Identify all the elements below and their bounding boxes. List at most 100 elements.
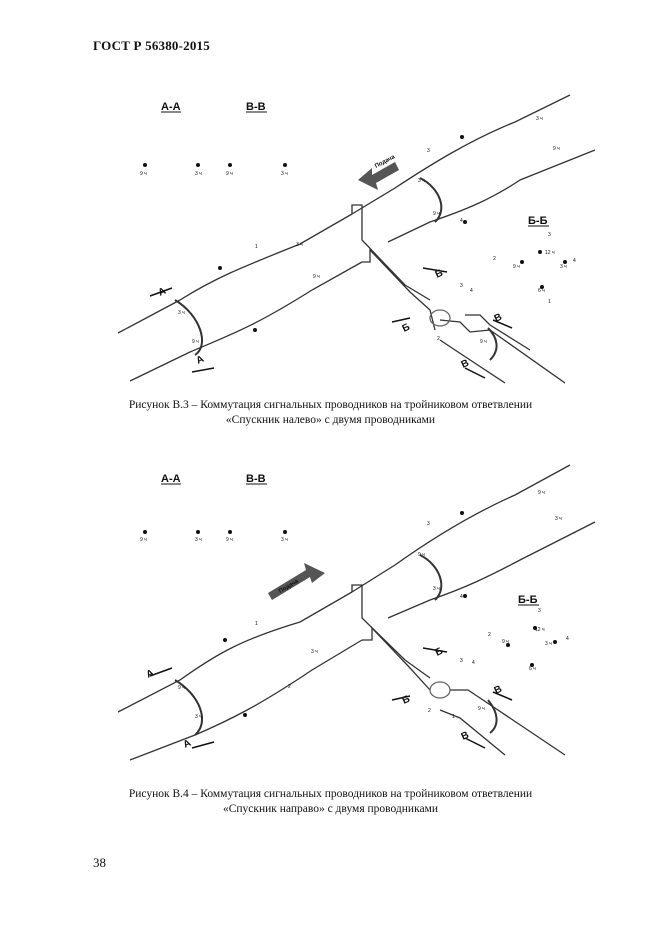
pos-number: 3 [548,232,551,238]
main-pipe-upper-right-top [351,94,571,215]
cut-label-b-top: Б [434,268,445,281]
clock-label: 9 ч [418,552,425,558]
caption-line-1: Рисунок В.3 – Коммутация сигнальных пров… [128,399,533,411]
clock-label: 9 ч [226,537,233,543]
pos-number: 4 [472,660,475,666]
cut-lines [149,647,513,749]
cut-label-v-top: В [493,312,504,325]
pos-number: 4 [566,636,569,642]
clock-label: 3 ч [418,178,425,184]
cut-label-v-bottom: В [460,358,471,371]
clock-label: 9 ч [433,211,440,217]
page-number: 38 [93,855,106,870]
branch-outer [351,584,431,679]
clock-label: 12 ч [535,627,545,633]
branch-lower-pipe-top [450,689,566,756]
clock-label: 3 ч [195,537,202,543]
clock-label: 9 ч [513,264,520,270]
pos-number: 3 [460,283,463,289]
clock-label: 9 ч [538,490,545,496]
figure-b4: А-А В-В Б-Б Подача А А Б Б В В 9 ч 3 ч 9… [0,455,661,775]
branch-lower-pipe-top [439,319,566,384]
cut-label-a-top: А [145,668,156,681]
section-label-vv: В-В [246,473,266,485]
main-pipe-lower-edge [129,261,363,382]
clock-label: 3 ч [195,171,202,177]
main-pipe-upper-edge [117,591,353,713]
clock-label: 9 ч [140,537,147,543]
clock-label: 9 ч [178,685,185,691]
clock-label: 3 ч [536,116,543,122]
section-label-aa: А-А [161,473,181,485]
clock-label: 6 ч [538,288,545,294]
pos-number: 3 [427,521,430,527]
branch-lower-pipe-inner [465,314,531,351]
main-pipe-upper-right-bottom [387,521,596,619]
supply-arrow-icon [268,563,325,600]
clock-label: 3 ч [560,264,567,270]
clock-label: 9 ч [478,706,485,712]
pos-number: 4 [460,594,463,600]
branch-lower-pipe-bottom [439,339,506,384]
clock-label: 9 ч [140,171,147,177]
pos-number: 4 [573,258,576,264]
section-label-bb: Б-Б [518,594,538,606]
pos-number: 4 [470,288,473,294]
caption-line-2: «Спускник налево» с двумя проводниками [225,414,436,426]
cut-lines [149,267,513,379]
clock-label: 3 ч [195,714,202,720]
clock-label: 3 ч [281,537,288,543]
clock-label: 3 ч [281,171,288,177]
main-pipe-upper-right-bottom [387,149,596,243]
cut-label-b-bottom: Б [401,694,412,707]
clock-label: 9 ч [192,339,199,345]
pos-number: 3 [460,658,463,664]
section-label-bb: Б-Б [528,215,548,227]
branch-lower-pipe-bottom [439,709,506,756]
clock-label: 9 ч [313,274,320,280]
clock-label: 3 ч [311,649,318,655]
cut-label-a-top: А [157,286,168,299]
conductor-points [143,135,567,332]
weld-seam-a [174,299,204,356]
conductor-points [143,511,557,717]
clock-label: 6 ч [529,666,536,672]
pos-number: 1 [452,714,455,720]
clock-label: 3 ч [555,516,562,522]
weld-seam-v [487,327,498,361]
clock-label: 9 ч [553,146,560,152]
weld-seam-upper [419,177,443,223]
branch-outer [351,204,431,301]
cut-label-b-bottom: Б [401,322,412,335]
clock-label: 9 ч [480,339,487,345]
main-pipe-upper-right-top [351,464,571,593]
figure-b4-drawing: А-А В-В Б-Б Подача А А Б Б В В 9 ч 3 ч 9… [117,464,596,761]
main-pipe-upper-edge [117,213,353,334]
figure-b4-caption: Рисунок В.4 – Коммутация сигнальных пров… [0,787,661,817]
pos-number: 1 [255,621,258,627]
pos-number: 2 [288,684,291,690]
clock-label: 3 ч [433,586,440,592]
section-label-vv: В-В [246,101,266,113]
clock-label: 3 ч [178,310,185,316]
pos-number: 2 [493,256,496,262]
branch-inner [362,626,431,691]
caption-line-1: Рисунок В.4 – Коммутация сигнальных пров… [128,788,533,800]
clock-label: 12 ч [545,250,555,256]
supply-arrow-icon [358,162,399,190]
pos-number: 1 [255,244,258,250]
caption-line-2: «Спускник направо» с двумя проводниками [222,803,439,815]
weld-seam-upper [419,554,443,601]
cut-label-b-top: Б [434,646,445,659]
weld-seam-v [487,699,498,734]
main-pipe-lower-edge [129,639,363,761]
cut-label-a-bottom: А [182,738,193,751]
figure-b3: А-А В-В Б-Б Подача А А Б Б В В 9 ч 3 ч 9… [0,85,661,390]
weld-seam-a [174,679,204,736]
pos-number: 1 [548,299,551,305]
pos-number: 2 [437,336,440,342]
cut-label-v-top: В [493,684,504,697]
valve-fitting [429,681,451,699]
branch-inner [362,248,436,331]
section-label-aa: А-А [161,101,181,113]
